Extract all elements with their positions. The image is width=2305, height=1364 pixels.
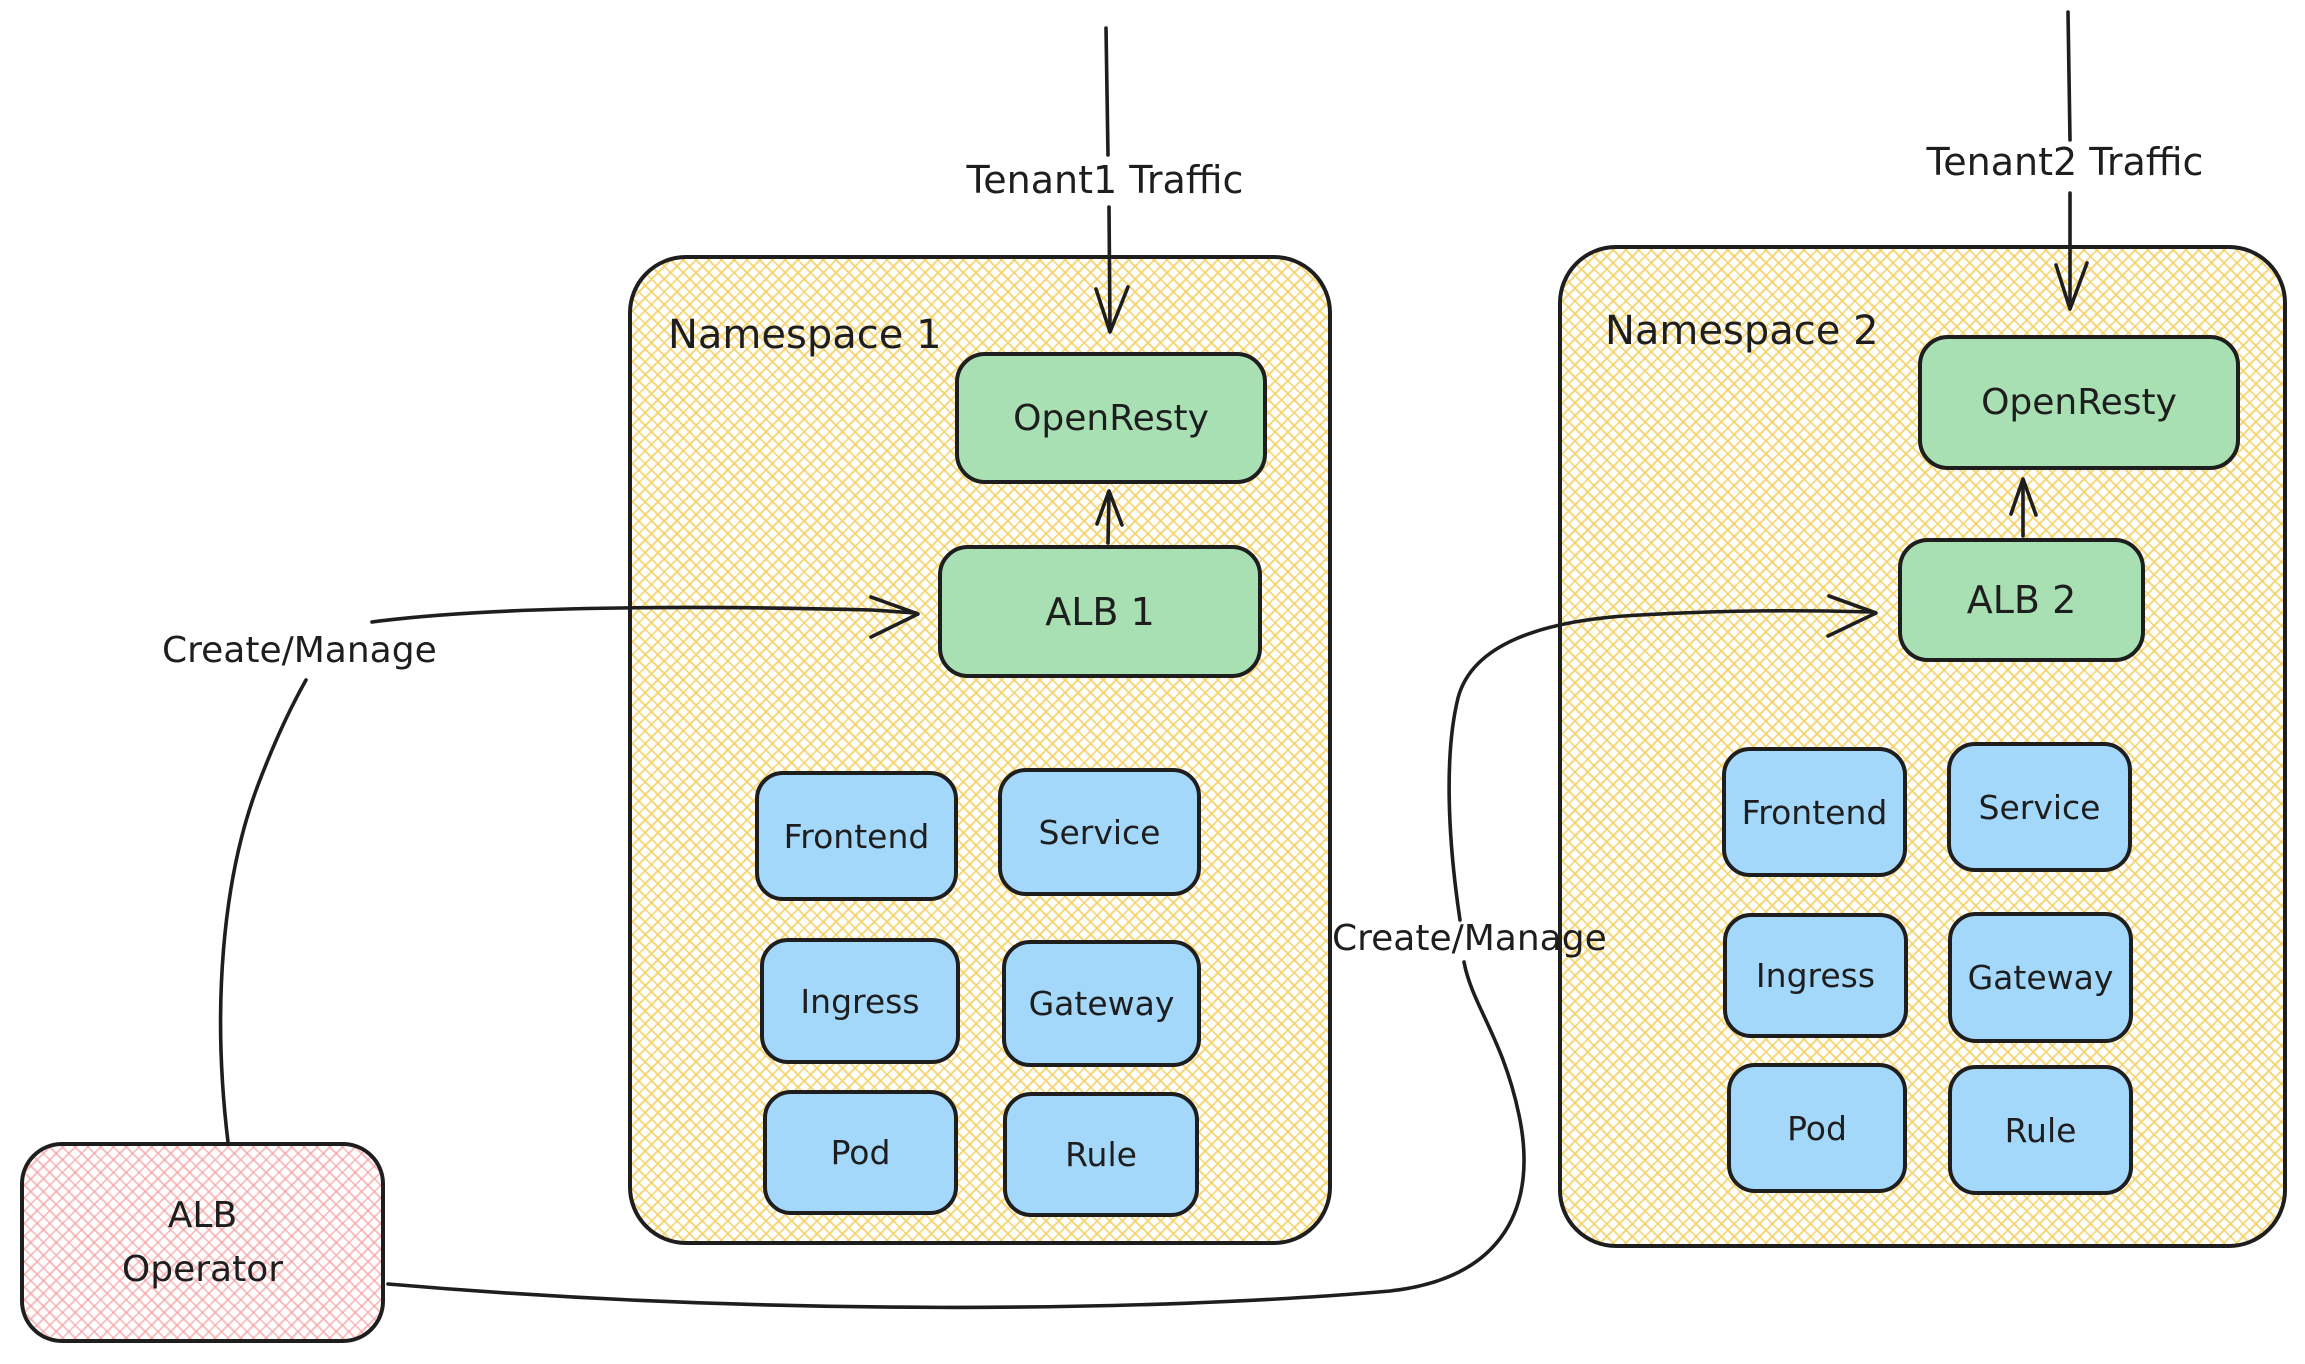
node-gateway-ns1: Gateway bbox=[1002, 940, 1201, 1067]
node-frontend-ns1: Frontend bbox=[755, 771, 958, 901]
node-service-ns1-label: Service bbox=[1038, 812, 1161, 852]
node-alb2-label: ALB 2 bbox=[1966, 578, 2077, 622]
node-openresty-ns2-label: OpenResty bbox=[1981, 382, 2177, 423]
node-pod-ns1: Pod bbox=[763, 1090, 958, 1215]
node-alb-operator-label-line1: ALB bbox=[167, 1194, 238, 1236]
node-ingress-ns2-label: Ingress bbox=[1755, 956, 1876, 995]
node-openresty-ns1-label: OpenResty bbox=[1013, 397, 1209, 439]
node-pod-ns2: Pod bbox=[1727, 1063, 1907, 1193]
node-service-ns2-label: Service bbox=[1978, 787, 2101, 827]
tenant1-traffic-label: Tenant1 Traffic bbox=[966, 158, 1244, 202]
node-rule-ns2-label: Rule bbox=[2004, 1110, 2077, 1150]
node-pod-ns1-label: Pod bbox=[830, 1133, 891, 1172]
node-alb1: ALB 1 bbox=[938, 545, 1262, 678]
node-service-ns1: Service bbox=[998, 768, 1201, 896]
node-ingress-ns1-label: Ingress bbox=[800, 981, 920, 1021]
node-alb-operator: ALB Operator bbox=[20, 1142, 385, 1343]
arrow-tenant2-upper bbox=[2066, 10, 2072, 142]
arrow-tenant1-upper bbox=[1104, 26, 1110, 157]
node-service-ns2: Service bbox=[1947, 742, 2132, 872]
node-frontend-ns1-label: Frontend bbox=[783, 816, 930, 856]
node-ingress-ns1: Ingress bbox=[760, 938, 960, 1064]
node-pod-ns2-label: Pod bbox=[1787, 1108, 1847, 1148]
arrow-operator-alb1-lower bbox=[218, 678, 308, 1144]
node-rule-ns1: Rule bbox=[1003, 1092, 1199, 1217]
node-openresty-ns1: OpenResty bbox=[955, 352, 1267, 484]
node-gateway-ns2-label: Gateway bbox=[1967, 958, 2114, 997]
node-frontend-ns2: Frontend bbox=[1722, 747, 1907, 877]
node-alb2: ALB 2 bbox=[1898, 538, 2145, 662]
node-gateway-ns2: Gateway bbox=[1948, 912, 2133, 1043]
tenant2-traffic-label: Tenant2 Traffic bbox=[1926, 140, 2204, 184]
node-gateway-ns1-label: Gateway bbox=[1028, 984, 1175, 1023]
create-manage-label-right: Create/Manage bbox=[1332, 918, 1607, 959]
namespace-2-title: Namespace 2 bbox=[1605, 308, 1879, 354]
node-alb1-label: ALB 1 bbox=[1045, 589, 1155, 634]
node-rule-ns2: Rule bbox=[1948, 1065, 2133, 1195]
node-openresty-ns2: OpenResty bbox=[1918, 335, 2240, 470]
node-ingress-ns2: Ingress bbox=[1723, 913, 1908, 1038]
node-frontend-ns2-label: Frontend bbox=[1741, 792, 1888, 832]
create-manage-label-left: Create/Manage bbox=[162, 630, 437, 671]
namespace-1-title: Namespace 1 bbox=[668, 312, 942, 358]
node-alb-operator-label-line2: Operator bbox=[121, 1248, 284, 1290]
node-rule-ns1-label: Rule bbox=[1065, 1135, 1137, 1174]
